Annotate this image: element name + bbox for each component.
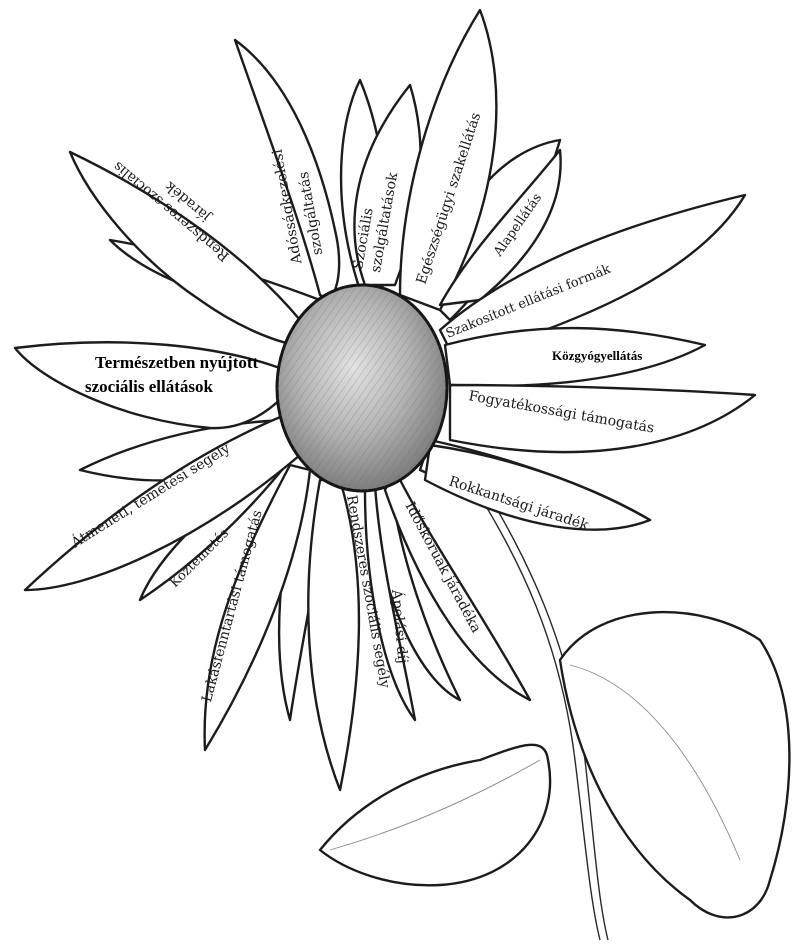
label-kozgyogy: Közgyógyellátás [552,348,642,363]
petal-rendszeres-jaradek [70,152,300,345]
leaf-left [320,745,550,886]
leaf-right [560,612,789,917]
flower-center-hatch [277,285,447,491]
